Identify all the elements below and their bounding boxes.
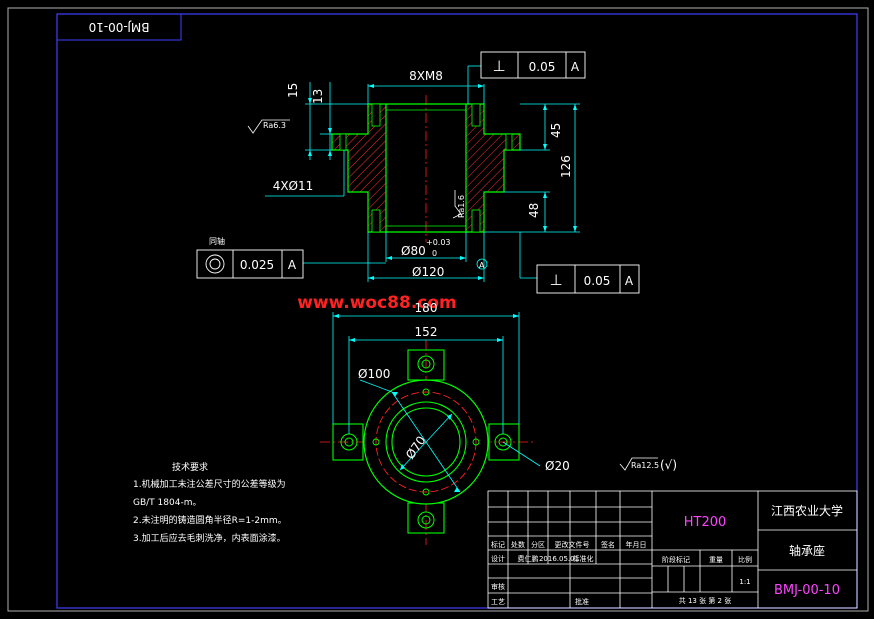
dim-100: Ø100: [358, 367, 390, 381]
tech-line-4: 3.加工后应去毛刺洗净，内表面涂漆。: [133, 532, 286, 544]
dim-45: 45: [549, 123, 563, 138]
perp-top-value: 0.05: [529, 60, 556, 74]
tb-sheet-info: 共 13 张 第 2 张: [679, 596, 732, 605]
tech-title: 技术要求: [172, 461, 208, 473]
tb-design: 设计: [491, 554, 505, 563]
front-arrows: [308, 84, 577, 280]
perp-frame-right: [536, 264, 640, 294]
dim-152: 152: [415, 325, 438, 339]
coaxial-frame: [196, 249, 304, 279]
perp-top-symbol: ⊥: [492, 57, 505, 75]
roughness-left-symbol: [247, 119, 290, 134]
dim-126: 126: [559, 155, 573, 178]
perp-right-datum: A: [625, 274, 634, 288]
tb-label-mark: 标记: [491, 540, 505, 549]
coaxial-label: 同轴: [209, 236, 225, 246]
outer-dim: Ø120: [412, 265, 444, 279]
tb-stage: 阶段标记: [662, 555, 690, 564]
dim-15: 15: [286, 83, 300, 98]
drawing-number-box: [56, 13, 182, 41]
rest-roughness: Ra12.5: [631, 461, 659, 470]
rest-roughness-symbol: [619, 457, 658, 471]
coaxial-symbol: [205, 254, 225, 274]
hole-callout: 4XØ11: [273, 179, 314, 193]
material: HT200: [684, 515, 727, 530]
roughness-bore: Ra1.6: [457, 195, 466, 218]
front-view: [331, 95, 521, 242]
tb-approve: 批准: [575, 597, 589, 606]
watermark: www.woc88.com: [297, 293, 457, 313]
tb-standard: 标准化: [573, 554, 594, 563]
university: 江西农业大学: [771, 503, 843, 518]
tech-line-3: 2.未注明的铸造圆角半径R=1-2mm。: [133, 514, 287, 526]
tech-line-1: 1.机械加工未注公差尺寸的公差等级为: [133, 478, 286, 490]
top-dimensions: [332, 312, 541, 493]
outer-frame: [7, 7, 869, 612]
roughness-left: Ra6.3: [263, 121, 286, 130]
tb-label-sign: 签名: [601, 540, 615, 549]
dim-180: 180: [415, 301, 438, 315]
front-dimensions: [265, 65, 580, 282]
roughness-bore-symbol: [452, 190, 462, 219]
tb-process: 工艺: [491, 598, 505, 606]
perp-right-value: 0.05: [584, 274, 611, 288]
tb-designer: 费仁鹏: [518, 554, 539, 563]
tb-design-date: 2016.05.01: [539, 555, 579, 563]
tb-review: 审核: [491, 582, 505, 591]
perp-top-datum: A: [571, 60, 580, 74]
rest-roughness-paren: (√): [660, 458, 677, 472]
tb-label-zone: 分区: [531, 540, 545, 549]
tb-label-count: 处数: [511, 540, 525, 549]
drawing-number: BMJ-00-10: [774, 583, 840, 598]
dim-20: Ø20: [545, 459, 570, 473]
coaxial-datum: A: [288, 258, 297, 272]
part-name: 轴承座: [789, 543, 825, 558]
tb-label-date: 年月日: [626, 540, 647, 549]
thread-callout: 8XM8: [409, 69, 443, 83]
tb-label-doc: 更改文件号: [555, 540, 590, 549]
datum-letter: A: [479, 261, 485, 270]
tb-weight: 重量: [709, 556, 723, 564]
drawing-number-top: BMJ-00-10: [89, 20, 150, 34]
bore-dim: Ø80: [401, 244, 426, 258]
perp-right-symbol: ⊥: [549, 271, 562, 289]
bore-tol-low: 0: [432, 249, 437, 258]
tech-line-2: GB/T 1804-m。: [133, 498, 201, 508]
perp-frame-top: [480, 51, 586, 79]
dim-48: 48: [527, 203, 541, 218]
coaxial-value: 0.025: [240, 258, 274, 272]
bore-tol: +0.03: [426, 238, 451, 247]
top-arrows: [333, 314, 519, 492]
dim-13: 13: [311, 89, 325, 104]
tb-scale-label: 比例: [738, 555, 752, 564]
tb-scale: 1:1: [739, 578, 750, 586]
title-block: [487, 490, 858, 609]
inner-frame: [56, 13, 858, 609]
